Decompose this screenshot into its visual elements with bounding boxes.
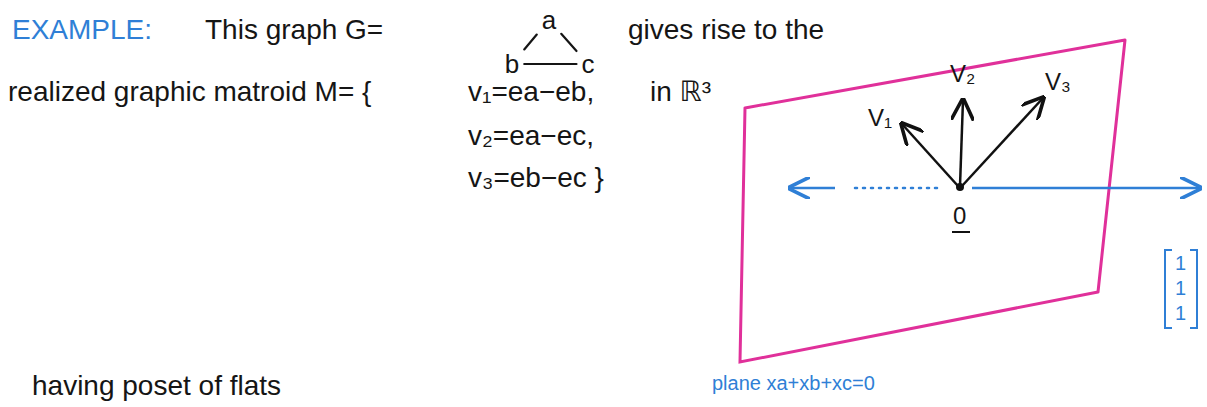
vector-label: v₂=ea−ec, bbox=[468, 120, 594, 152]
vertex-label: a bbox=[542, 6, 556, 35]
space-label: in ℝ³ bbox=[650, 76, 711, 108]
plane-outline bbox=[740, 40, 1125, 362]
graph-vertex: b bbox=[500, 48, 524, 81]
vector-entry: 1 bbox=[1175, 252, 1186, 275]
vector-name: V₃ bbox=[1045, 68, 1071, 96]
vertex-label: b bbox=[505, 50, 519, 79]
text-label: This graph G= bbox=[205, 14, 383, 46]
plane-equation: plane xa+xb+xc=0 bbox=[712, 372, 875, 395]
vertex-label: c bbox=[582, 50, 595, 79]
graph-edge bbox=[524, 35, 537, 50]
vector-label: v₃=eb−ec } bbox=[468, 162, 604, 194]
vector-label: v₁=ea−eb, bbox=[468, 76, 594, 108]
origin-label: 0 bbox=[953, 202, 966, 230]
graph-edge bbox=[524, 63, 576, 65]
graph-vertex: c bbox=[577, 48, 600, 81]
text-label: gives rise to the bbox=[628, 14, 824, 46]
vector-name: V₁ bbox=[868, 104, 892, 132]
vector-entry: 1 bbox=[1175, 277, 1186, 300]
text-label: having poset of flats bbox=[32, 370, 281, 402]
graph-vertex: a bbox=[537, 4, 561, 37]
vector-entry: 1 bbox=[1175, 302, 1186, 325]
text-label: realized graphic matroid M= { bbox=[8, 76, 371, 108]
graph-edge bbox=[561, 34, 576, 51]
heading-label: EXAMPLE: bbox=[12, 14, 152, 46]
vector-name: V₂ bbox=[950, 60, 975, 88]
